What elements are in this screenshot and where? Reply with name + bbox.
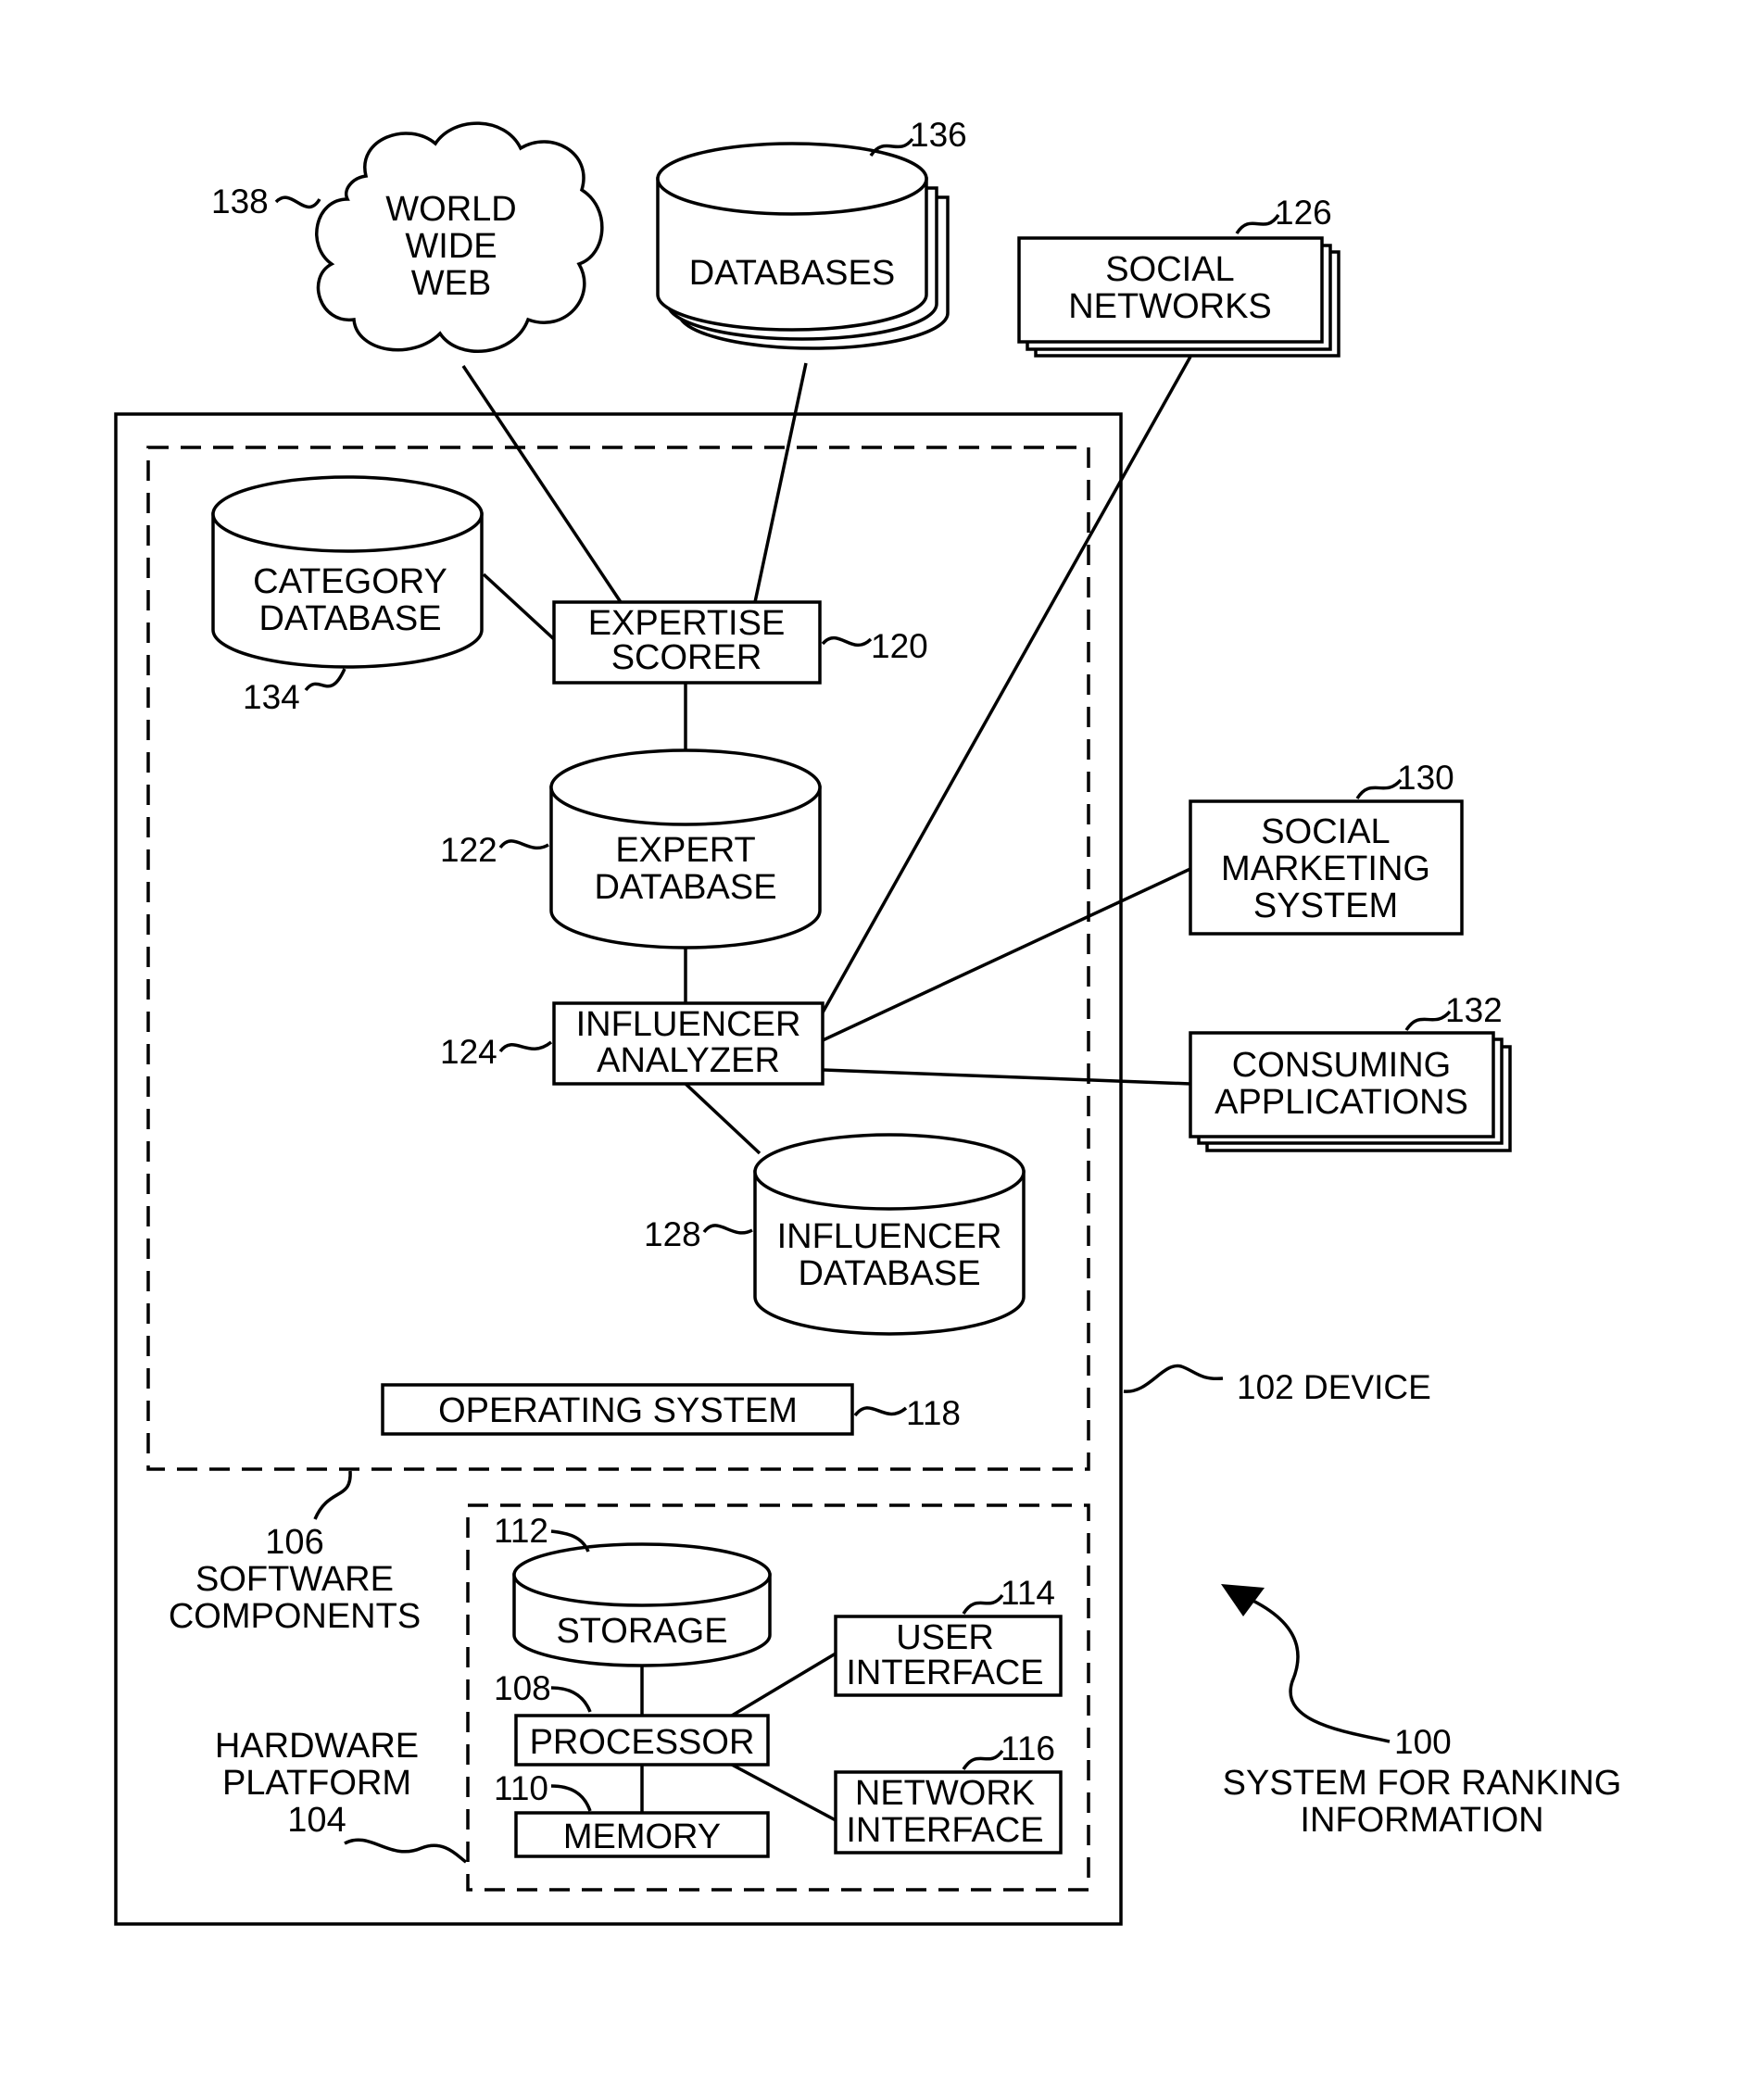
line-social-networks-to-influencer-analyzer (823, 357, 1190, 1012)
category-db-line1: CATEGORY (253, 562, 447, 601)
software-components-line3: COMPONENTS (169, 1597, 421, 1636)
line-web-to-expertise-scorer (463, 366, 621, 602)
hardware-platform-line3: 104 (287, 1801, 346, 1840)
social-networks-stack: SOCIAL NETWORKS (1019, 238, 1339, 356)
ref-leader-138 (276, 197, 320, 207)
ref-132: 132 (1445, 991, 1503, 1029)
ref-leader-128 (704, 1226, 752, 1233)
ref-128: 128 (644, 1215, 701, 1253)
expertise-scorer-line2: SCORER (611, 638, 762, 677)
ref-122: 122 (440, 831, 497, 869)
hardware-platform-line1: HARDWARE (215, 1727, 419, 1766)
ref-116: 116 (1001, 1729, 1055, 1767)
system-arrow-head (1221, 1584, 1265, 1616)
line-influencer-analyzer-to-consuming-apps (823, 1070, 1190, 1084)
network-interface-line2: INTERFACE (846, 1811, 1043, 1850)
ref-leader-106 (315, 1471, 350, 1519)
line-category-db-to-expertise-scorer (484, 574, 554, 639)
ref-leader-130 (1357, 780, 1401, 799)
ref-126: 126 (1275, 194, 1332, 232)
system-arrow-curve (1232, 1591, 1390, 1742)
ref-120: 120 (871, 627, 928, 665)
line-influencer-analyzer-to-influencer-db (686, 1084, 760, 1153)
storage-label: STORAGE (556, 1612, 727, 1651)
expert-db-line2: DATABASE (594, 868, 776, 907)
ref-leader-114 (963, 1595, 1002, 1614)
influencer-database: INFLUENCER DATABASE (755, 1135, 1024, 1334)
system-label-line1: 100 (1394, 1723, 1452, 1761)
ref-112: 112 (494, 1512, 548, 1550)
network-interface-line1: NETWORK (855, 1774, 1035, 1813)
ref-leader-124 (500, 1042, 551, 1051)
social-networks-line1: SOCIAL (1105, 250, 1234, 289)
ref-leader-104 (345, 1840, 466, 1862)
ref-124: 124 (440, 1033, 497, 1071)
category-database: CATEGORY DATABASE (213, 477, 482, 667)
ref-136: 136 (910, 116, 967, 154)
ref-134: 134 (243, 678, 300, 716)
ref-110: 110 (494, 1769, 548, 1807)
processor-label: PROCESSOR (530, 1723, 755, 1762)
influencer-db-line1: INFLUENCER (777, 1217, 1002, 1256)
consuming-apps-line1: CONSUMING (1232, 1046, 1451, 1085)
influencer-db-line2: DATABASE (798, 1254, 980, 1293)
ref-leader-120 (823, 638, 871, 646)
ref-108: 108 (494, 1669, 551, 1707)
system-label-line2: SYSTEM FOR RANKING (1223, 1764, 1622, 1803)
storage-cylinder: STORAGE (514, 1544, 770, 1666)
memory-label: MEMORY (563, 1817, 721, 1856)
ref-138: 138 (211, 182, 269, 220)
ref-leader-134 (306, 669, 345, 690)
software-components-line1: 106 (265, 1523, 323, 1562)
expertise-scorer-line1: EXPERTISE (588, 604, 786, 643)
consuming-apps-line2: APPLICATIONS (1215, 1083, 1468, 1122)
operating-system-label: OPERATING SYSTEM (438, 1391, 798, 1430)
databases-label: DATABASES (689, 254, 895, 293)
social-marketing-line2: MARKETING (1221, 849, 1430, 888)
ref-leader-102 (1124, 1366, 1223, 1392)
line-influencer-analyzer-to-social-marketing (823, 869, 1190, 1040)
ref-leader-126 (1237, 215, 1278, 233)
ref-leader-122 (500, 841, 548, 848)
line-processor-to-user-interface (732, 1654, 836, 1716)
social-marketing-line1: SOCIAL (1261, 812, 1390, 851)
software-components-line2: SOFTWARE (195, 1560, 394, 1599)
ref-leader-108 (551, 1688, 590, 1712)
web-label-line2: WIDE (405, 227, 497, 266)
expert-db-line1: EXPERT (615, 831, 755, 870)
web-label-line1: WORLD (385, 190, 516, 229)
databases-stack: DATABASES (658, 144, 948, 348)
hardware-platform-line2: PLATFORM (222, 1764, 411, 1803)
ref-leader-132 (1406, 1012, 1450, 1030)
ref-130: 130 (1397, 759, 1454, 797)
influencer-analyzer-line1: INFLUENCER (576, 1005, 801, 1044)
system-label-line3: INFORMATION (1300, 1801, 1543, 1840)
web-label-line3: WEB (411, 264, 492, 303)
consuming-applications-stack: CONSUMING APPLICATIONS (1190, 1033, 1510, 1151)
ref-leader-110 (551, 1786, 590, 1811)
ref-leader-116 (963, 1751, 1002, 1769)
ref-118: 118 (906, 1394, 961, 1432)
social-networks-line2: NETWORKS (1068, 287, 1272, 326)
expert-database: EXPERT DATABASE (551, 750, 820, 948)
influencer-analyzer-line2: ANALYZER (597, 1041, 780, 1080)
world-wide-web-cloud: WORLD WIDE WEB (317, 123, 602, 351)
category-db-line2: DATABASE (258, 599, 441, 638)
social-marketing-line3: SYSTEM (1253, 887, 1398, 925)
user-interface-line1: USER (896, 1618, 994, 1657)
device-label: 102 DEVICE (1237, 1368, 1431, 1406)
ref-leader-118 (855, 1408, 906, 1415)
ref-114: 114 (1001, 1574, 1055, 1612)
line-databases-to-expertise-scorer (755, 363, 806, 602)
user-interface-line2: INTERFACE (846, 1654, 1043, 1692)
